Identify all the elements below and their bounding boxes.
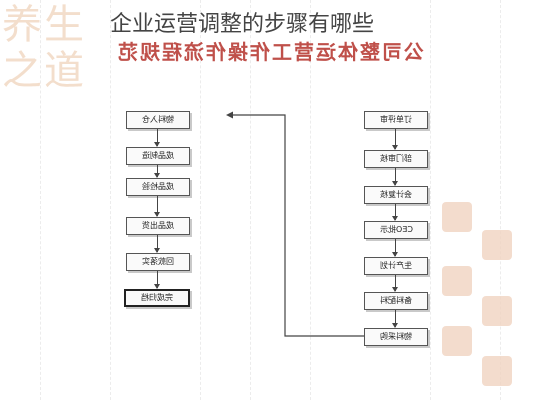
guide-line: [250, 0, 251, 400]
right-step-6: 备料配料: [364, 292, 428, 310]
arrow-down: [154, 165, 160, 178]
arrow-down: [392, 204, 398, 221]
arrow-down: [154, 196, 160, 217]
left-step-1: 物料入仓: [126, 111, 190, 129]
decorative-seal: [482, 296, 512, 326]
guide-line: [310, 0, 311, 400]
decorative-seal: [442, 326, 472, 356]
arrow-down: [392, 129, 398, 150]
decorative-seal: [442, 202, 472, 232]
arrow-down: [154, 271, 160, 289]
decorative-seal: [482, 230, 512, 260]
decorative-seal: [482, 356, 512, 386]
page-caption: 企业运营调整的步骤有哪些: [110, 12, 375, 37]
right-step-4: CEO批示: [364, 221, 428, 239]
right-step-3: 会计复核: [364, 186, 428, 204]
arrow-down: [392, 310, 398, 328]
guide-line: [40, 0, 41, 400]
right-step-7: 物料采购: [364, 328, 428, 346]
right-step-1: 订单评审: [364, 111, 428, 129]
left-step-2: 成品制造: [126, 147, 190, 165]
guide-line: [110, 0, 111, 400]
left-step-6: 完成归档: [124, 289, 190, 307]
left-step-5: 回款落实: [126, 253, 190, 271]
guide-line: [200, 0, 201, 400]
left-step-4: 成品出货: [126, 217, 190, 235]
arrow-down: [154, 235, 160, 253]
guide-line: [430, 0, 431, 400]
arrow-down: [392, 168, 398, 186]
arrow-down: [392, 275, 398, 292]
guide-line: [500, 0, 501, 400]
arrow-down: [154, 129, 160, 147]
arrow-down: [392, 239, 398, 257]
decorative-stamp: 养生之道: [2, 2, 86, 94]
decorative-seal: [442, 266, 472, 296]
right-step-5: 生产计划: [364, 257, 428, 275]
right-step-2: 部门审核: [364, 150, 428, 168]
left-step-3: 成品检验: [126, 178, 190, 196]
